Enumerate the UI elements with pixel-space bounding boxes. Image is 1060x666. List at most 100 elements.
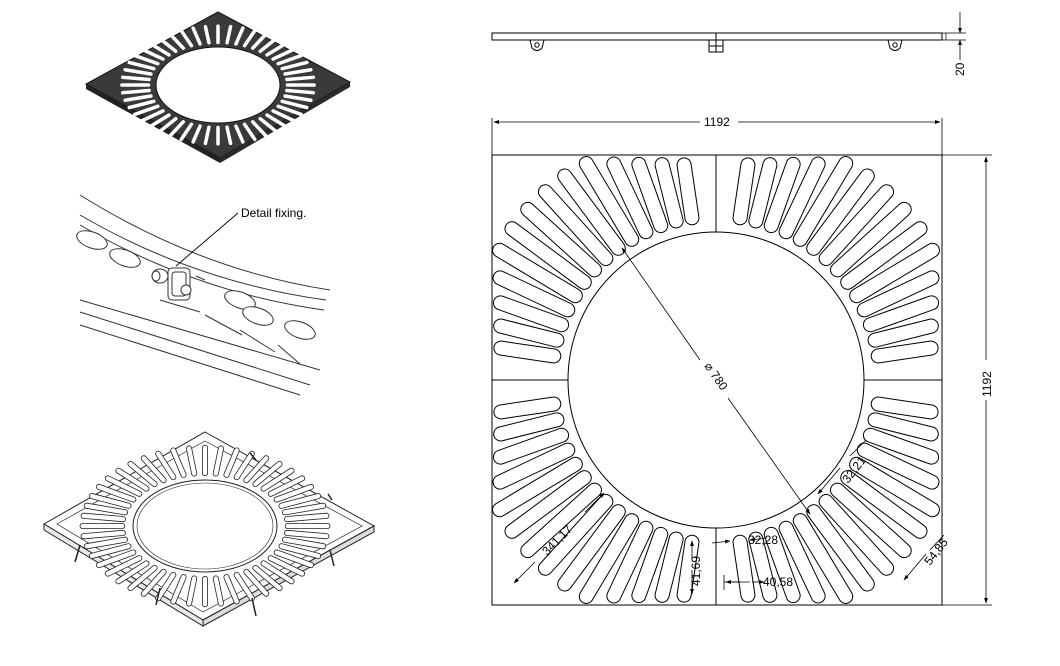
slot [276,104,303,117]
slot [225,125,233,146]
slot-fill [505,471,591,538]
slot-fill [234,572,255,601]
slot-fill [268,556,305,576]
slot [133,104,160,117]
slot-fill [857,271,939,317]
slot [179,122,194,142]
slot-fill [186,576,197,606]
detail-slot [76,230,108,250]
slot [157,36,178,53]
slot [276,53,303,66]
slot [285,88,316,95]
slot-fill [244,569,269,596]
slot-fill [579,157,639,246]
slot-fill [677,535,699,602]
thickness-dimension: 20 [953,62,967,76]
slot [250,32,268,50]
slot-fill [793,157,853,246]
slot-fill [171,574,186,604]
detail-slot-edge [159,299,201,313]
slot-fill [494,397,561,419]
slot [242,28,257,48]
slot-fill [779,521,825,603]
slot-fill [282,503,326,515]
slot [265,113,288,129]
slot [271,109,296,123]
slot-fill [493,271,575,317]
slot-fill [749,532,777,602]
detail-slot [109,248,141,268]
slot-fill [538,185,613,265]
slot-fill [831,483,911,558]
slot [140,109,165,123]
slot-pitch-dimension: 40,58 [763,575,793,589]
slot [280,99,309,110]
slot-fill [155,451,176,480]
side-elevation [491,12,966,60]
slot-fill [186,446,197,476]
slot [127,99,156,110]
slot-fill [871,397,938,419]
slot-fill [807,169,874,255]
slot-fill [863,428,939,464]
plan-dimensions [491,118,992,606]
slot-fill [279,544,321,559]
slot-fill [819,495,894,575]
slot-fill [84,503,128,515]
slot-fill [558,169,625,255]
slot-fill [284,530,329,539]
slot-fill [793,514,853,603]
slot-fill [493,457,582,517]
slot-fill [538,495,613,575]
slot-fill [655,532,683,602]
slot [283,68,313,76]
slot [179,28,194,48]
isometric-view-top [84,11,352,163]
slot [127,60,156,71]
slot-fill [521,483,601,558]
slot [225,24,233,45]
slot-fill [857,443,939,489]
slot-fill [607,521,653,603]
slot-fill [89,493,131,508]
slot-fill [493,428,569,464]
detail-slot [224,290,256,310]
slot-fill [579,514,639,603]
slot [133,53,160,66]
slot-fill [494,341,561,363]
slot [140,47,165,61]
slot-fill [128,565,157,591]
slot-gap-dimension: 32,28 [748,533,778,547]
slot-fill [96,484,136,502]
detail-slot-edge [204,314,243,336]
slot-fill [84,537,128,549]
detail-fixing-view [76,194,331,396]
slot-fill [871,341,938,363]
slot-fill [105,476,142,496]
slot-fill [284,513,329,522]
slot-fill [141,569,166,596]
slot [148,113,171,129]
slot-fill [244,456,269,483]
slot [168,120,186,138]
slot-fill [89,544,131,559]
slot-fill [81,530,126,539]
slot-fill [116,561,149,584]
slot-fill [171,448,186,478]
slot [157,117,178,134]
slot-fill [253,565,282,591]
slot-fill [558,505,625,591]
slot-fill [863,296,939,332]
slot-fill [213,446,224,476]
slot [120,88,151,95]
slot-fill [282,537,326,549]
slot-fill [493,443,575,489]
plan-view [491,154,943,606]
slot [123,68,153,76]
detail-slot [284,320,316,340]
slot [191,124,202,144]
height-dimension: 1192 [980,371,994,397]
slot-fill [850,457,939,517]
slot-fill [819,185,894,265]
slot [250,120,268,138]
